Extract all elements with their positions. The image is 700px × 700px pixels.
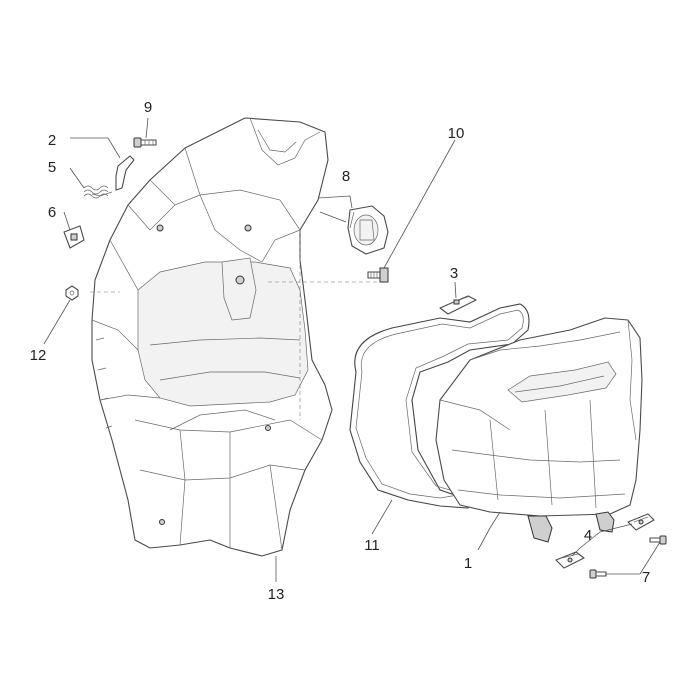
leader-5	[69, 167, 85, 189]
leader-10	[383, 139, 456, 269]
leader-2	[70, 137, 121, 159]
part-1-glove-box-door	[435, 317, 643, 543]
callout-label-8: 8	[342, 168, 350, 185]
callout-label-7: 7	[642, 569, 650, 586]
part-5-spring	[83, 185, 109, 199]
leader-6	[63, 211, 71, 231]
callout-label-5: 5	[48, 159, 56, 176]
leader-8	[317, 195, 353, 209]
callout-labels: 1 2 3 4 5 6 7 8 9 10 11 12 13	[30, 99, 651, 603]
leader-3	[454, 281, 457, 299]
leader-1	[477, 511, 501, 551]
leader-lines	[43, 117, 661, 582]
callout-label-9: 9	[144, 99, 152, 116]
callout-label-1: 1	[464, 555, 472, 572]
leader-9	[145, 117, 149, 139]
leader-12	[43, 299, 71, 345]
part-8-lock-housing	[347, 205, 389, 255]
part-10-screw	[367, 267, 389, 283]
part-4-hinge-plate-1	[555, 551, 585, 569]
callout-label-3: 3	[450, 265, 458, 282]
callout-label-13: 13	[268, 586, 285, 603]
leader-4	[571, 531, 601, 557]
part-6-clip	[63, 225, 85, 249]
part-13-leg-shield	[90, 117, 380, 557]
callout-label-4: 4	[584, 527, 592, 544]
part-2-hook-lever	[91, 155, 135, 197]
callout-label-11: 11	[364, 537, 380, 554]
leader-4b	[599, 523, 633, 533]
part-7-screw-1	[589, 569, 607, 579]
leader-7b	[639, 541, 661, 575]
part-12-nut	[65, 285, 79, 301]
part-7-screw-2	[649, 535, 667, 545]
callout-label-12: 12	[30, 347, 47, 364]
callout-label-2: 2	[48, 132, 56, 149]
leader-8b	[319, 211, 347, 223]
callout-label-10: 10	[448, 125, 465, 142]
leader-11	[371, 499, 393, 535]
part-4-hinge-plate-2	[627, 513, 655, 531]
part-9-screw	[133, 137, 157, 148]
part-3-bracket	[439, 295, 477, 315]
callout-label-6: 6	[48, 204, 56, 221]
